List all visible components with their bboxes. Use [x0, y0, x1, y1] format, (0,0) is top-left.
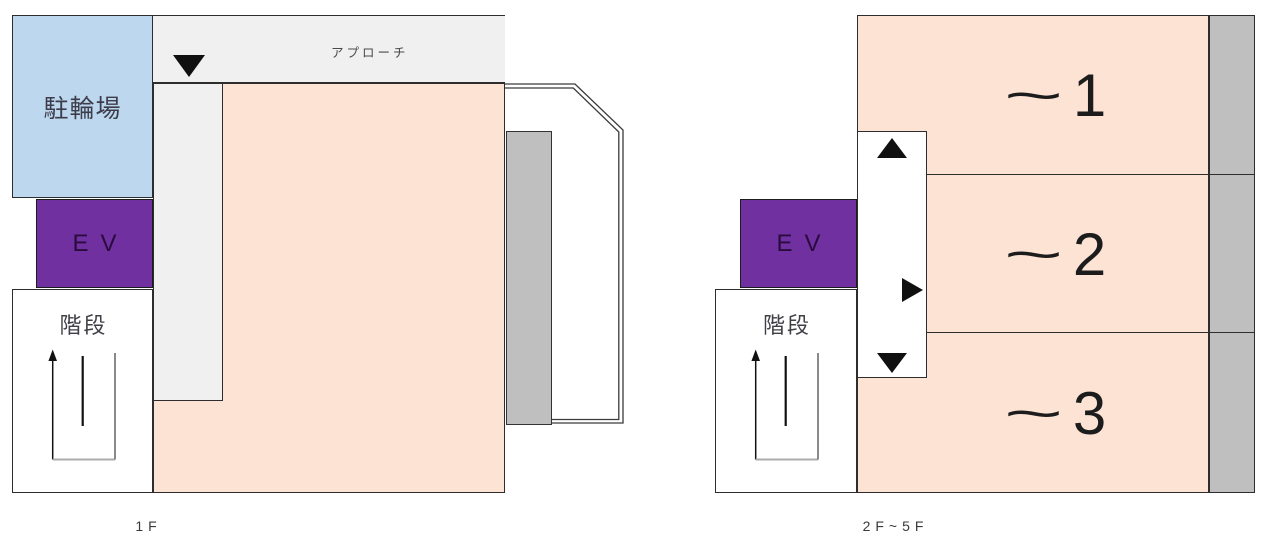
- stairs-label-1f: 階段: [59, 313, 108, 338]
- stairs-up-icon-1f: [48, 349, 116, 461]
- balcony-rect-1f: [506, 131, 552, 425]
- approach-area: アプローチ: [153, 15, 505, 83]
- approach-label: アプローチ: [331, 46, 409, 60]
- elevator-box-1f: EV: [36, 199, 153, 288]
- room-2-number: 2: [1072, 220, 1107, 288]
- floor-plan-2f-5f: ~1 ~2 ~3 EV 階段 2F~5F: [660, 0, 1280, 551]
- room-divider-line: [857, 332, 1255, 333]
- room-3: ~3: [857, 333, 1209, 493]
- room-1: ~1: [857, 15, 1209, 175]
- stairs-label-2f-5f: 階段: [762, 313, 811, 338]
- arrow-up-icon: [877, 138, 907, 158]
- room-1-number: 1: [1072, 61, 1107, 129]
- elevator-label-2f-5f: EV: [776, 229, 833, 257]
- upper-floor-outline-icon: [505, 83, 624, 424]
- bike-parking-label: 駐輪場: [43, 94, 122, 123]
- arrow-right-icon: [902, 278, 923, 302]
- floor-label-2f-5f: 2F~5F: [862, 518, 929, 534]
- elevator-box-2f-5f: EV: [740, 199, 857, 288]
- room-2: ~2: [857, 175, 1209, 333]
- room-3-tilde: ~: [1003, 384, 1064, 442]
- entrance-arrow-down-icon: [173, 55, 205, 77]
- corridor-2f-5f: [857, 131, 927, 378]
- floor-plan-1f: アプローチ 駐輪場 EV 階段: [12, 15, 624, 534]
- elevator-label-1f: EV: [72, 229, 129, 257]
- floor-label-1f: 1F: [135, 518, 162, 534]
- bike-parking-area: 駐輪場: [12, 15, 153, 198]
- stairs-up-icon-2f-5f: [751, 349, 819, 461]
- balcony-strip: [1209, 15, 1255, 493]
- room-1-tilde: ~: [1003, 66, 1064, 124]
- arrow-down-icon: [877, 353, 907, 373]
- room-divider-line: [857, 174, 1255, 175]
- room-3-number: 3: [1072, 379, 1107, 447]
- corridor-1f: [153, 83, 223, 401]
- room-2-tilde: ~: [1003, 225, 1064, 283]
